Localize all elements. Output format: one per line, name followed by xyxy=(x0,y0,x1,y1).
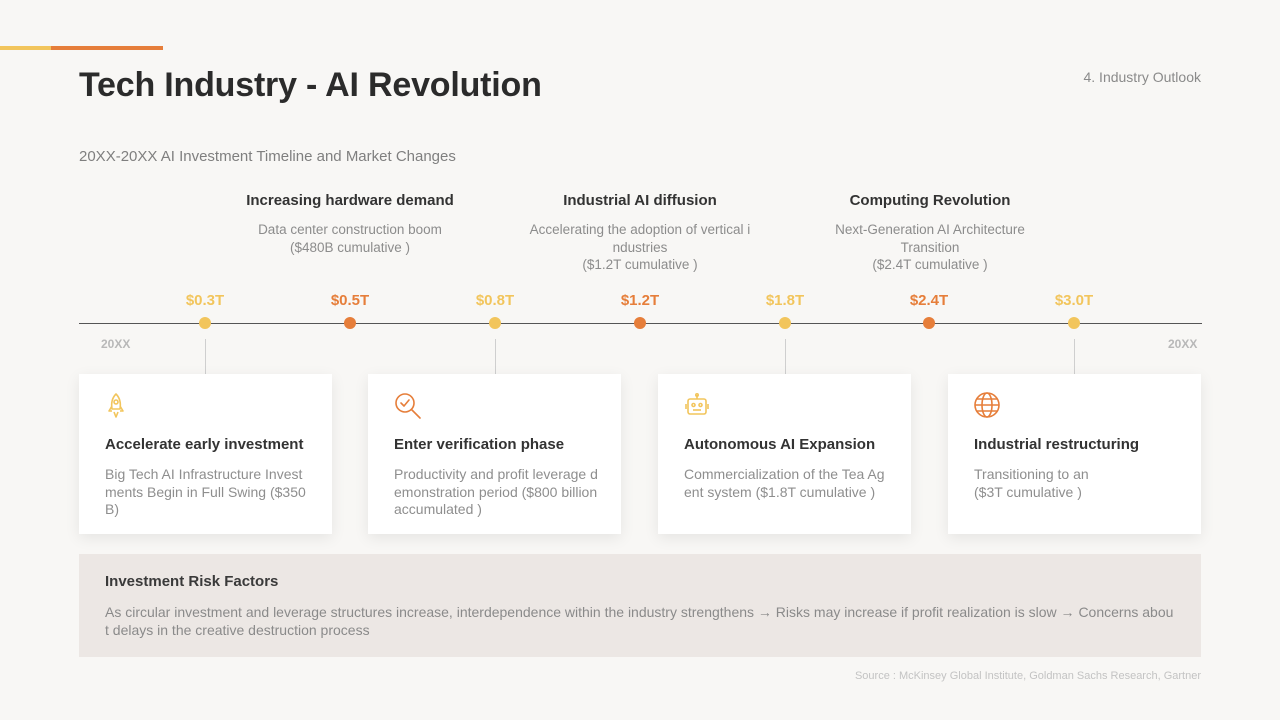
phase-desc: Next-Generation AI Architecture Transiti… xyxy=(835,222,1025,255)
risk-title: Investment Risk Factors xyxy=(105,573,279,590)
card-ai-expansion: Autonomous AI Expansion Commercializatio… xyxy=(658,374,911,534)
source-citation: Source : McKinsey Global Institute, Gold… xyxy=(854,670,1201,682)
phase-hardware-demand: Increasing hardware demand Data center c… xyxy=(230,192,470,256)
globe-icon xyxy=(974,392,1000,420)
phase-desc: Accelerating the adoption of vertical in… xyxy=(529,222,751,255)
page-subtitle: 20XX-20XX AI Investment Timeline and Mar… xyxy=(79,148,456,165)
card-title: Accelerate early investment xyxy=(105,436,304,453)
card-industrial-restructuring: Industrial restructuring Transitioning t… xyxy=(948,374,1201,534)
marker-label: $0.3T xyxy=(185,292,225,309)
card-connector xyxy=(495,339,496,375)
card-title: Enter verification phase xyxy=(394,436,565,453)
phase-cumulative: ($1.2T cumulative ) xyxy=(582,257,698,272)
card-desc: Commercialization of the Tea Agent syste… xyxy=(684,466,885,500)
phase-title: Increasing hardware demand xyxy=(246,192,454,209)
risk-factors-box: Investment Risk Factors As circular inve… xyxy=(79,554,1201,657)
phase-title: Computing Revolution xyxy=(849,192,1011,209)
timeline-dot xyxy=(489,317,501,329)
phase-computing-revolution: Computing Revolution Next-Generation AI … xyxy=(810,192,1050,274)
card-connector xyxy=(785,339,786,375)
card-title: Industrial restructuring xyxy=(974,436,1140,453)
card-early-investment: Accelerate early investment Big Tech AI … xyxy=(79,374,332,534)
marker-label: $2.4T xyxy=(909,292,949,309)
phase-cumulative: ($480B cumulative ) xyxy=(289,239,411,255)
card-verification-phase: Enter verification phase Productivity an… xyxy=(368,374,621,534)
marker-label: $0.5T xyxy=(330,292,370,309)
robot-icon xyxy=(684,392,710,420)
timeline-dot xyxy=(923,317,935,329)
card-title: Autonomous AI Expansion xyxy=(684,436,876,453)
card-desc: Big Tech AI Infrastructure Investments B… xyxy=(105,466,306,517)
risk-text: As circular investment and leverage stru… xyxy=(105,604,1174,638)
marker-label: $3.0T xyxy=(1054,292,1094,309)
timeline-dot xyxy=(634,317,646,329)
phase-desc: Data center construction boom xyxy=(258,222,442,237)
timeline-dot xyxy=(344,317,356,329)
phase-cumulative: ($2.4T cumulative ) xyxy=(872,257,988,272)
accent-bar-yellow xyxy=(0,46,51,50)
magnifier-check-icon xyxy=(394,392,421,420)
card-connector xyxy=(205,339,206,375)
card-desc: Transitioning to an xyxy=(974,466,1089,482)
timeline-start-year: 20XX xyxy=(101,337,131,351)
card-desc-cumulative: ($3T cumulative ) xyxy=(974,483,1082,500)
card-desc: Productivity and profit leverage demonst… xyxy=(394,466,598,517)
marker-label: $1.8T xyxy=(765,292,805,309)
timeline-end-year: 20XX xyxy=(1168,337,1198,351)
timeline-dot xyxy=(1068,317,1080,329)
card-connector xyxy=(1074,339,1075,375)
section-label: 4. Industry Outlook xyxy=(1083,69,1201,85)
phase-industrial-ai: Industrial AI diffusion Accelerating the… xyxy=(520,192,760,274)
marker-label: $0.8T xyxy=(475,292,515,309)
timeline-dot xyxy=(779,317,791,329)
rocket-icon xyxy=(105,392,131,420)
marker-label: $1.2T xyxy=(620,292,660,309)
phase-title: Industrial AI diffusion xyxy=(563,192,717,209)
page-title: Tech Industry - AI Revolution xyxy=(79,66,542,104)
accent-bar-orange xyxy=(51,46,163,50)
timeline-dot xyxy=(199,317,211,329)
